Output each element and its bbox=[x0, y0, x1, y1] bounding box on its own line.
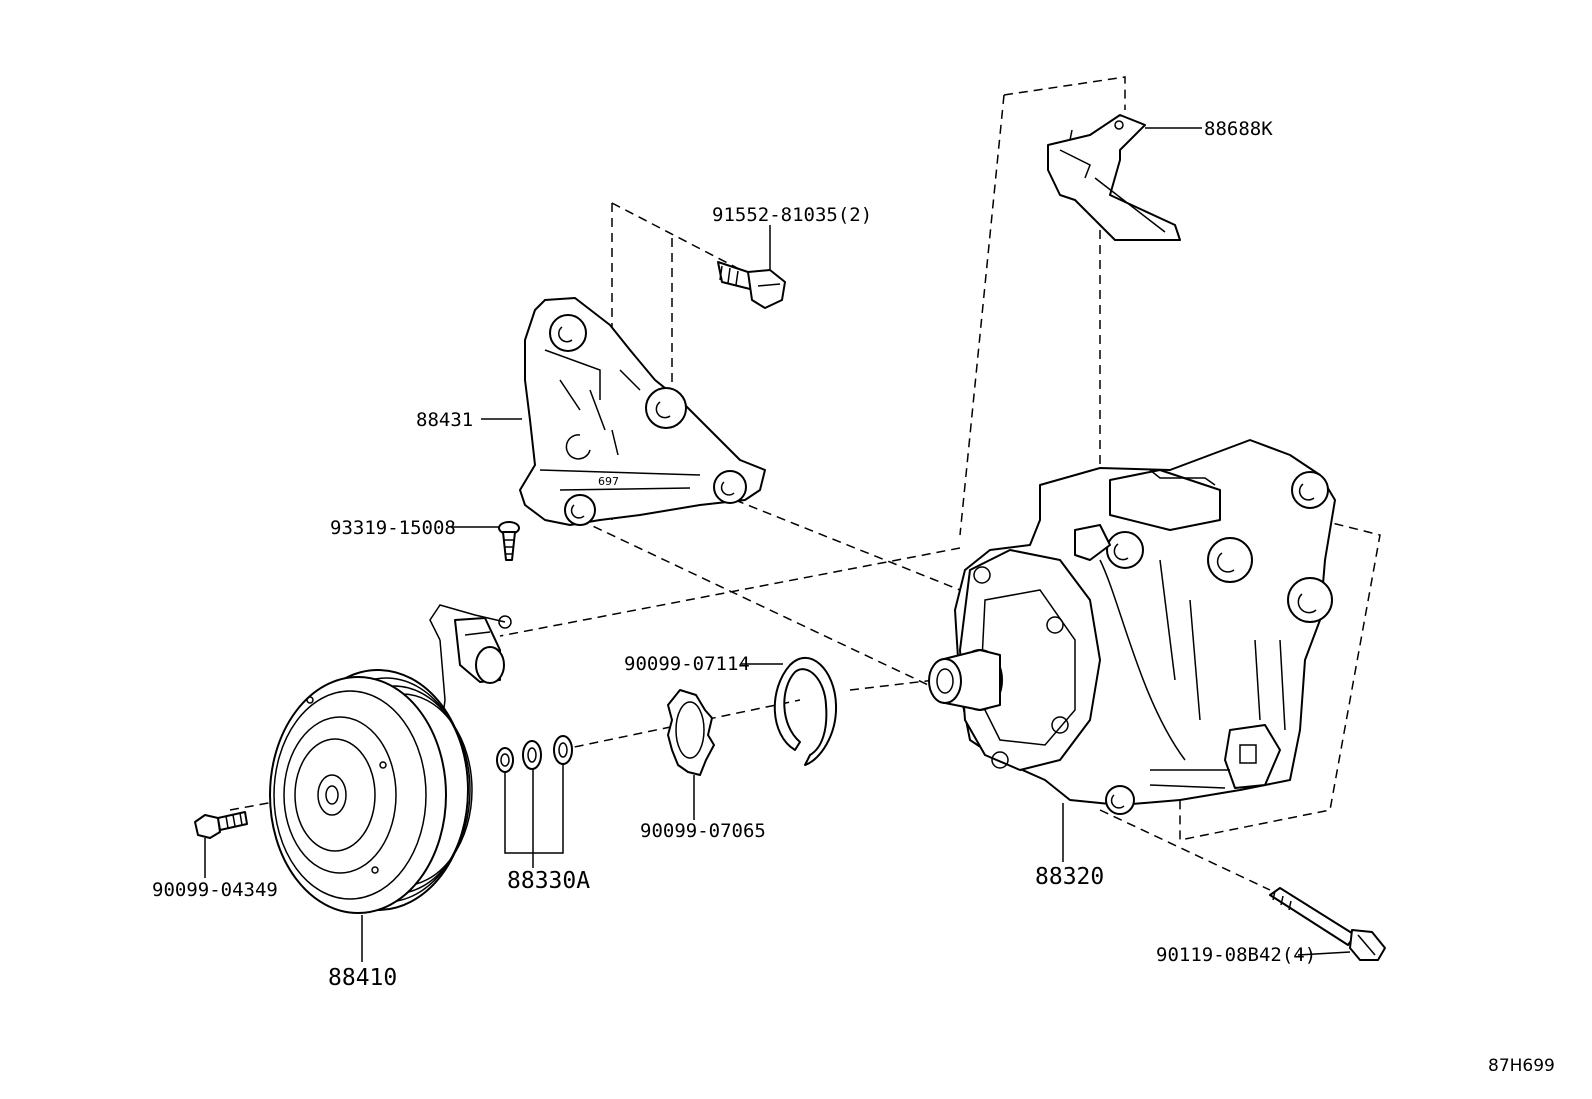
screw-93319-15008[interactable] bbox=[498, 521, 520, 561]
clutch-pulley-88410[interactable] bbox=[269, 669, 473, 914]
bracket-88431[interactable]: 697 bbox=[519, 297, 766, 526]
label-91552-81035: 91552-81035(2) bbox=[712, 204, 872, 226]
label-88410: 88410 bbox=[328, 965, 397, 991]
label-90099-04349: 90099-04349 bbox=[152, 879, 278, 901]
leader-lines bbox=[204, 127, 1351, 962]
label-88431: 88431 bbox=[416, 409, 473, 431]
compressor-88320[interactable] bbox=[928, 439, 1336, 815]
label-88688K: 88688K bbox=[1204, 118, 1273, 140]
label-88330A: 88330A bbox=[507, 868, 590, 894]
lockwasher-90099-07065[interactable] bbox=[667, 689, 715, 776]
connector-harness[interactable] bbox=[429, 604, 512, 741]
shims-88330A[interactable] bbox=[496, 735, 573, 773]
snapring-90099-07114[interactable] bbox=[773, 657, 838, 766]
label-90099-07114: 90099-07114 bbox=[624, 653, 750, 675]
bracket-88688K[interactable] bbox=[1047, 114, 1181, 241]
bolt-91552-81035[interactable] bbox=[717, 261, 786, 309]
label-90099-07065: 90099-07065 bbox=[640, 820, 766, 842]
bolt-90099-04349[interactable] bbox=[194, 811, 248, 839]
diagram-reference-code: 87H699 bbox=[1488, 1056, 1555, 1076]
label-88320: 88320 bbox=[1035, 864, 1104, 890]
svg-text:697: 697 bbox=[598, 475, 619, 488]
label-90119-08B42: 90119-08B42(4) bbox=[1156, 944, 1316, 966]
bolt-90119-08B42[interactable] bbox=[1269, 887, 1386, 961]
label-93319-15008: 93319-15008 bbox=[330, 517, 456, 539]
